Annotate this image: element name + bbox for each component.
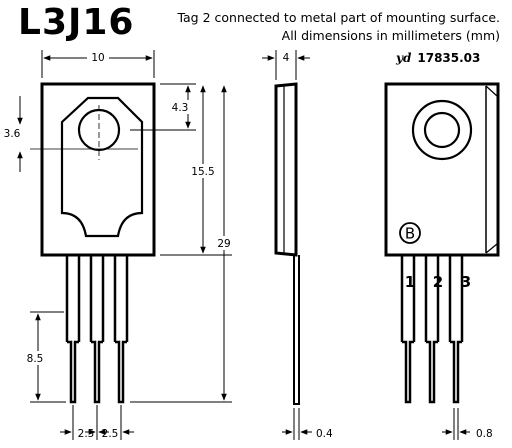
- side-lead: [293, 255, 300, 405]
- dim-total-height-label: 29: [217, 238, 230, 250]
- front-metal-tab: [60, 96, 144, 238]
- note-tag-connection: Tag 2 connected to metal part of mountin…: [177, 10, 500, 25]
- front-body-outline: [40, 82, 156, 257]
- dim-lead-width-label: 0.8: [476, 428, 493, 440]
- dim-pitch-right-label: 2.5: [102, 428, 119, 440]
- dim-hole-side-label: 3.6: [4, 128, 21, 140]
- dim-lead-thickness: [282, 408, 312, 440]
- back-view: [384, 82, 500, 404]
- reference-code: yd 17835.03: [396, 51, 480, 65]
- reference-number: 17835.03: [417, 51, 481, 65]
- back-mounting-hole: [423, 111, 461, 149]
- reference-prefix: yd: [396, 51, 412, 65]
- dim-body-height-label: 15.5: [191, 166, 214, 178]
- dim-lead-width: [442, 408, 470, 440]
- dim-thickness: [262, 50, 310, 80]
- back-outer-ring: [411, 99, 473, 161]
- pin-1-label: 1: [405, 273, 415, 291]
- front-leads: [65, 255, 129, 404]
- dim-pitch-left-label: 2.5: [78, 428, 95, 440]
- note-units: All dimensions in millimeters (mm): [281, 28, 500, 43]
- back-body-outline: [384, 82, 500, 257]
- part-number-title: L3J16: [18, 2, 135, 43]
- dim-thickness-label: 4: [283, 52, 290, 64]
- front-view: [30, 82, 156, 404]
- dim-pitch: [60, 405, 134, 440]
- side-view: [274, 82, 300, 405]
- pin-3-label: 3: [461, 273, 471, 291]
- dim-lead-thickness-label: 0.4: [316, 428, 333, 440]
- body-mark-letter: B: [405, 225, 415, 243]
- dim-hole-top-label: 4.3: [172, 102, 189, 114]
- pin-2-label: 2: [433, 273, 443, 291]
- dim-lead-length-label: 8.5: [27, 353, 44, 365]
- back-leads: [400, 255, 464, 404]
- side-body-outline: [274, 82, 298, 257]
- back-marking-circle: [399, 222, 421, 244]
- dim-width-label: 10: [91, 52, 104, 64]
